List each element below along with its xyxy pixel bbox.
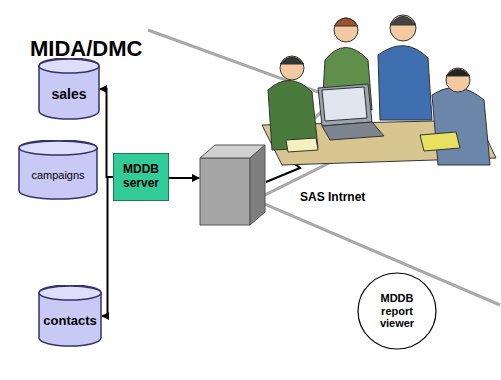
network-boundary — [148, 30, 500, 305]
diagram-title: MIDA/DMC — [30, 36, 142, 62]
server-box: MDDB server — [113, 153, 169, 201]
node-label: MDDB server — [118, 163, 164, 191]
node-label: contacts — [43, 314, 96, 329]
viewer-circle: MDDB report viewer — [357, 272, 437, 350]
database-cylinder: sales — [38, 58, 100, 120]
link-arrow — [166, 177, 199, 179]
network-label: SAS Intrnet — [298, 190, 367, 204]
node-label: MDDB report viewer — [371, 292, 423, 330]
data-arrow — [102, 177, 113, 316]
people-clipart — [262, 15, 496, 165]
database-cylinder: contacts — [38, 285, 102, 347]
server-cube — [200, 145, 265, 225]
node-label: sales — [51, 86, 86, 102]
node-label: campaigns — [31, 169, 84, 182]
database-cylinder: campaigns — [18, 140, 98, 200]
data-arrow — [100, 89, 113, 177]
